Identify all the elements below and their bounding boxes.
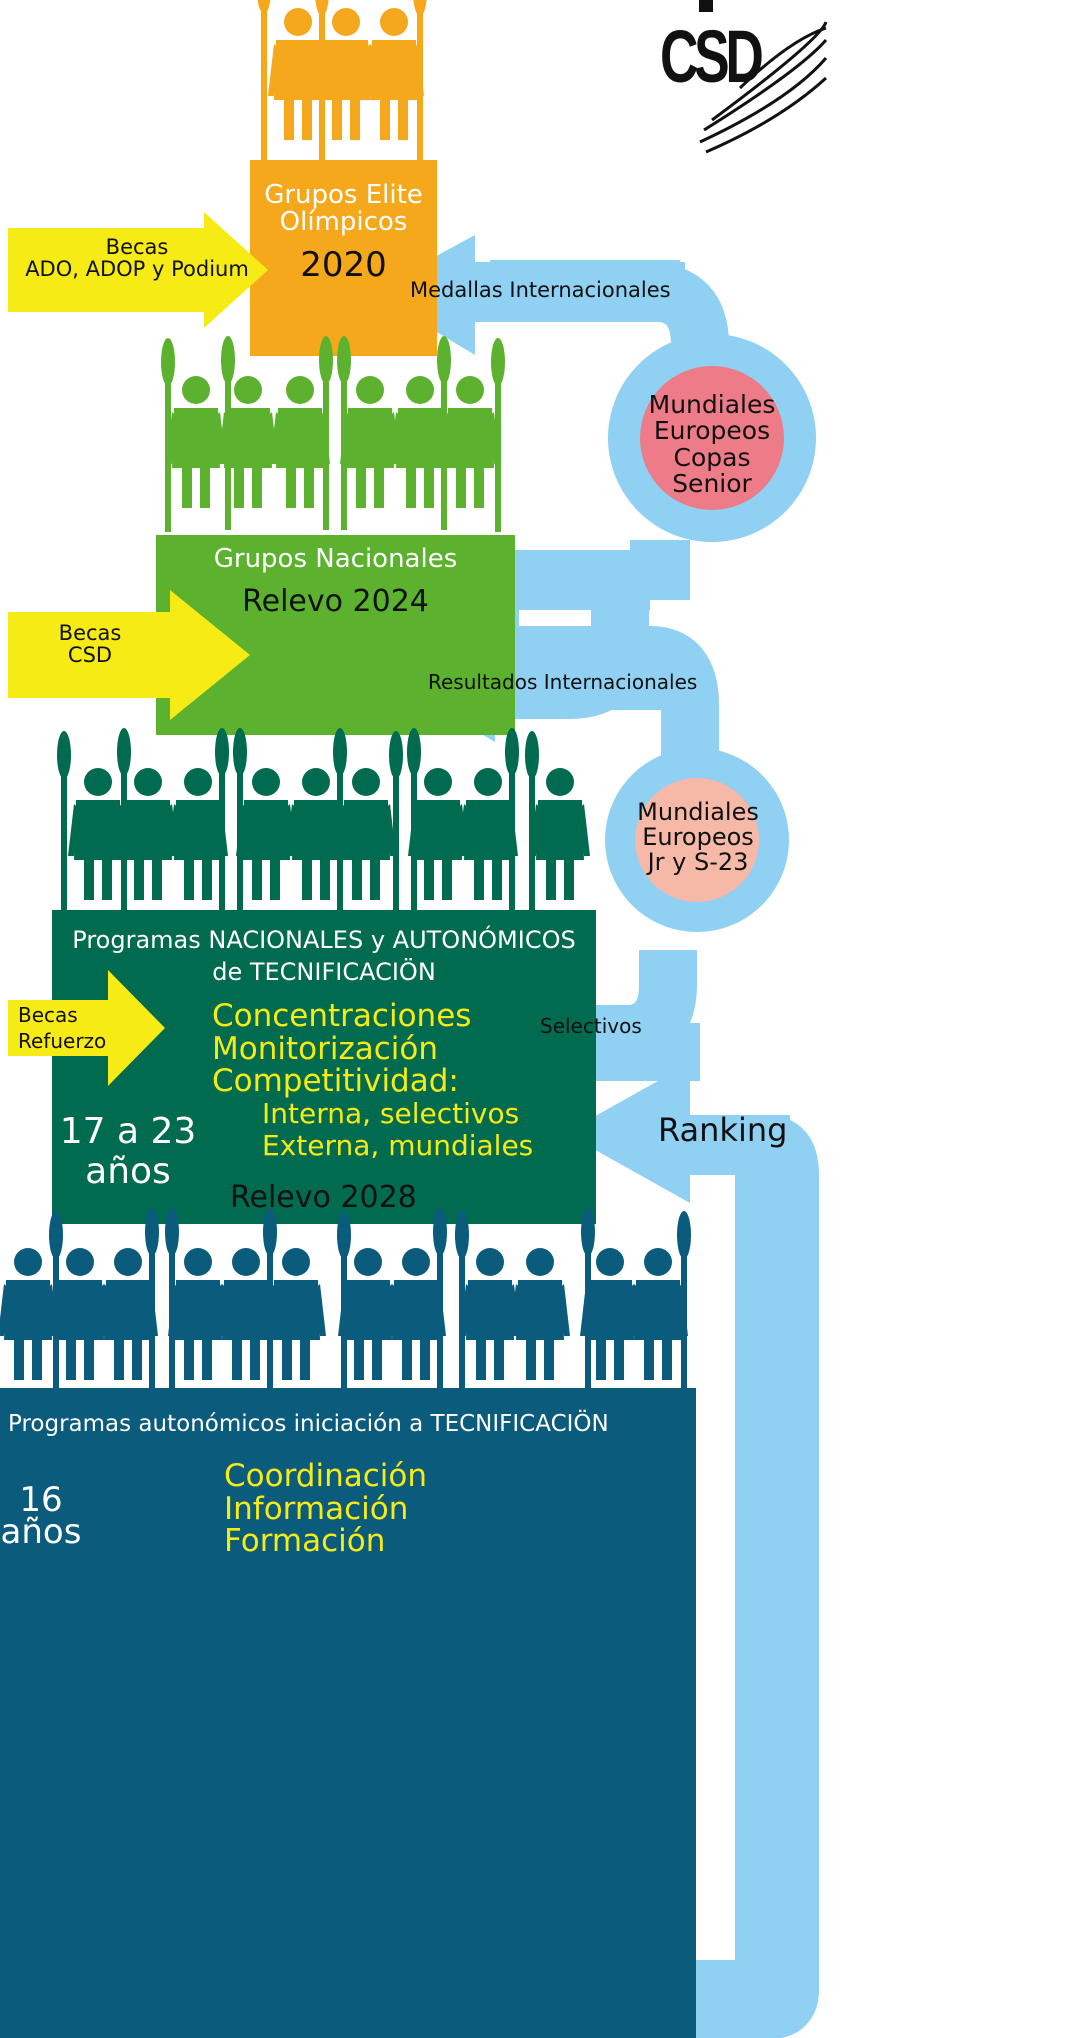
tier3-becas: Becas Refuerzo (18, 1002, 106, 1054)
tier2-subtitle: Relevo 2024 (242, 584, 429, 619)
tier3-age-line2: años (85, 1150, 171, 1192)
tier1-year: 2020 (300, 245, 387, 285)
senior-circle-text: Mundiales Europeos Copas Senior (640, 390, 784, 498)
tier3-athletes (57, 728, 590, 925)
tier3-becas-line1: Becas (18, 1003, 78, 1027)
tier3-age: 17 a 23 años (58, 1112, 198, 1191)
tier1-box (250, 160, 437, 356)
tier1-becas: Becas ADO, ADOP y Podium (14, 236, 260, 280)
tier4-box (0, 1388, 696, 2038)
tier3-item: Concentraciones (212, 998, 472, 1034)
label-selectivos: Selectivos (540, 1014, 642, 1038)
tier3-item: Competitividad: (212, 1063, 459, 1100)
senior-circle-line4: Senior (672, 468, 752, 498)
tier1-athletes (257, 0, 427, 162)
label-resultados: Resultados Internacionales (428, 670, 698, 694)
tier4-item: Información (224, 1490, 409, 1527)
tier3-age-line1: 17 a 23 (59, 1111, 197, 1152)
arrow-ranking (565, 1063, 690, 1203)
tier3-sub-item: Interna, selectivos (262, 1097, 520, 1130)
tier3-sub-items: Interna, selectivos Externa, mundiales (262, 1097, 534, 1163)
label-medallas: Medallas Internacionales (410, 278, 671, 302)
junior-circle-line2: Europeos (642, 823, 754, 852)
senior-circle-line1: Mundiales (648, 390, 776, 419)
tier2-athletes (161, 336, 505, 532)
label-ranking: Ranking (658, 1111, 788, 1149)
csd-logo-mark (699, 0, 828, 154)
becas-arrow-2 (8, 590, 250, 720)
tier2-becas: Becas CSD (20, 622, 160, 666)
tier4-age-line2: años (0, 1512, 82, 1553)
tier2-title: Grupos Nacionales (213, 544, 458, 574)
tier1-becas-line1: Becas (105, 235, 169, 259)
senior-circle-line2: Europeos (653, 416, 771, 446)
junior-circle-line3: Jr y S-23 (647, 848, 749, 877)
tier1-title: Grupos Elite Olímpicos (250, 180, 437, 238)
tier3-title-line2: de TECNIFICACIÖN (212, 958, 436, 987)
tier4-title: Programas autonómicos iniciación a TECNI… (8, 1411, 609, 1437)
tier1-title-line1: Grupos Elite (264, 180, 423, 210)
tier4-age-line1: 16 (19, 1480, 63, 1520)
tier2-becas-line1: Becas (58, 621, 122, 645)
tier3-item: Monitorización (212, 1030, 438, 1067)
becas-arrow-1 (8, 212, 268, 328)
tier1-becas-line2: ADO, ADOP y Podium (25, 257, 249, 282)
tier4-item: Formación (224, 1523, 386, 1560)
tier4-items: Coordinación Información Formación (224, 1460, 427, 1558)
tier3-items: Concentraciones Monitorización Competiti… (212, 1000, 471, 1098)
tier4-athletes (0, 1208, 691, 1405)
senior-circle (640, 366, 784, 510)
tier3-relay: Relevo 2028 (230, 1180, 417, 1215)
junior-circle (635, 778, 759, 902)
junior-circle-text: Mundiales Europeos Jr y S-23 (630, 798, 766, 877)
tier3-becas-line2: Refuerzo (18, 1029, 107, 1053)
senior-circle-line3: Copas (673, 442, 751, 472)
csd-logo: CSD (660, 15, 764, 98)
tier3-box (52, 910, 596, 1224)
tier3-sub-item: Externa, mundiales (262, 1129, 534, 1163)
becas-arrow-3 (8, 970, 165, 1086)
tier1-title-line2: Olímpicos (279, 207, 408, 238)
tier4-age: 16 años (0, 1480, 82, 1553)
tier4-item: Coordinación (224, 1458, 427, 1494)
tier3-title: Programas NACIONALES y AUTONÓMICOS de TE… (52, 924, 596, 989)
tier2-becas-line2: CSD (67, 643, 113, 668)
junior-circle-line1: Mundiales (637, 798, 759, 826)
tier3-title-line1: Programas NACIONALES y AUTONÓMICOS (72, 926, 576, 954)
